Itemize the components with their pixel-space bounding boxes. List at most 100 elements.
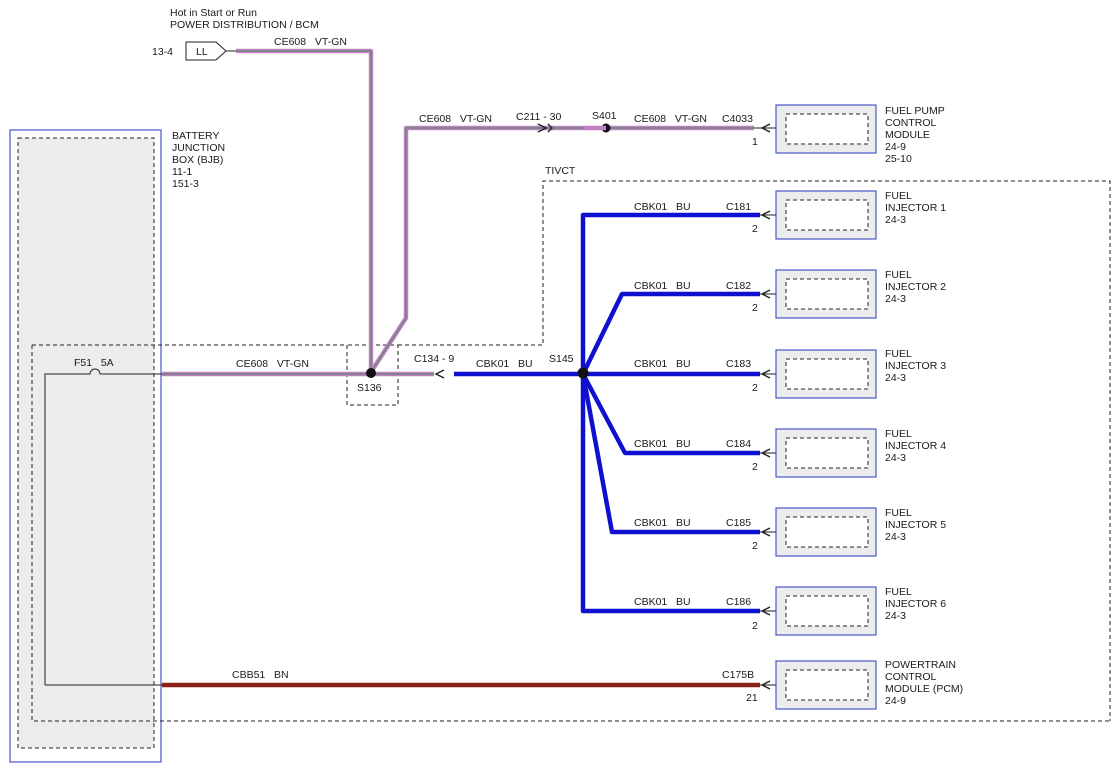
top-source-ref: 13-4 (152, 46, 173, 58)
injector-1-pin: 2 (752, 223, 758, 235)
blue-wires (454, 212, 760, 614)
svg-text:FUEL: FUEL (885, 348, 912, 360)
splice-s136-label: S136 (357, 382, 382, 394)
fuse-f51-label: F51 5A (74, 357, 114, 369)
injector-2-pin: 2 (752, 302, 758, 314)
splice-s136 (366, 368, 376, 378)
svg-text:CONTROL: CONTROL (885, 117, 936, 129)
svg-text:Hot in Start or Run: Hot in Start or Run (170, 7, 257, 19)
svg-text:MODULE: MODULE (885, 129, 930, 141)
svg-text:CONTROL: CONTROL (885, 671, 936, 683)
injector-4-label: FUEL INJECTOR 4 24-3 (885, 428, 946, 464)
injector-2-label: FUEL INJECTOR 2 24-3 (885, 269, 946, 305)
svg-text:INJECTOR 4: INJECTOR 4 (885, 440, 946, 452)
fpcm-label: FUEL PUMP CONTROL MODULE 24-9 25-10 (885, 105, 945, 165)
top-source-label: Hot in Start or Run POWER DISTRIBUTION /… (170, 7, 319, 31)
bjb-inner-dashed-bottom (31, 345, 1110, 722)
injector-6-wire-label: CBK01 BU (634, 596, 691, 608)
fuel-injector-3 (760, 349, 877, 399)
svg-text:JUNCTION: JUNCTION (172, 142, 225, 154)
injector-6-connector: C186 (726, 596, 751, 608)
injector-5-pin: 2 (752, 540, 758, 552)
tivct-region (398, 180, 1111, 721)
svg-text:151-3: 151-3 (172, 178, 199, 190)
splice-s401-label: S401 (592, 110, 617, 122)
injector-3-label: FUEL INJECTOR 3 24-3 (885, 348, 946, 384)
vt-gn-wires (162, 48, 754, 377)
injector-5-wire-label: CBK01 BU (634, 517, 691, 529)
pcm-connector: C175B (722, 669, 754, 681)
svg-text:24-3: 24-3 (885, 452, 906, 464)
svg-text:FUEL: FUEL (885, 190, 912, 202)
svg-text:11-1: 11-1 (172, 166, 192, 178)
bjb-label: BATTERY JUNCTION BOX (BJB) 11-1 151-3 (172, 130, 225, 190)
connector-ll-tag (185, 41, 227, 61)
fpcm-connector: C4033 (722, 113, 753, 125)
svg-text:POWERTRAIN: POWERTRAIN (885, 659, 956, 671)
c211-arrow (537, 123, 548, 133)
wire-fpcm-label: CE608 VT-GN (634, 113, 707, 125)
fuel-injector-1 (760, 190, 877, 240)
injector-6-label: FUEL INJECTOR 6 24-3 (885, 586, 946, 622)
bjb-inner-dashed-region (32, 344, 399, 406)
fuel-injector-5 (760, 507, 877, 557)
wire-cbk-main-label: CBK01 BU (476, 358, 533, 370)
svg-text:MODULE (PCM): MODULE (PCM) (885, 683, 963, 695)
bjb-block (9, 129, 162, 763)
injector-4-pin: 2 (752, 461, 758, 473)
injector-6-pin: 2 (752, 620, 758, 632)
svg-text:INJECTOR 6: INJECTOR 6 (885, 598, 946, 610)
svg-text:INJECTOR 3: INJECTOR 3 (885, 360, 946, 372)
svg-text:24-3: 24-3 (885, 531, 906, 543)
fuel-injector-6 (760, 586, 877, 636)
svg-text:POWER DISTRIBUTION / BCM: POWER DISTRIBUTION / BCM (170, 19, 319, 31)
c211-label: C211 - 30 (516, 111, 561, 123)
c134-label: C134 - 9 (414, 353, 454, 365)
svg-text:FUEL: FUEL (885, 269, 912, 281)
wire-top-label: CE608 VT-GN (274, 36, 347, 48)
powertrain-control-module (760, 660, 877, 710)
svg-text:24-3: 24-3 (885, 293, 906, 305)
pcm-label: POWERTRAIN CONTROL MODULE (PCM) 24-9 (885, 659, 963, 707)
fuel-pump-control-module (754, 104, 877, 154)
wire-riser-label: CE608 VT-GN (419, 113, 492, 125)
svg-text:24-3: 24-3 (885, 372, 906, 384)
svg-text:FUEL: FUEL (885, 428, 912, 440)
svg-text:FUEL PUMP: FUEL PUMP (885, 105, 945, 117)
fpcm-pin: 1 (752, 136, 758, 148)
fuel-injector-4 (760, 428, 877, 478)
injector-1-label: FUEL INJECTOR 1 24-3 (885, 190, 946, 226)
bjb-internal-path (44, 368, 162, 685)
splice-s145 (577, 367, 589, 379)
svg-text:24-9: 24-9 (885, 695, 906, 707)
svg-text:BATTERY: BATTERY (172, 130, 219, 142)
injector-4-wire-label: CBK01 BU (634, 438, 691, 450)
injector-4-connector: C184 (726, 438, 751, 450)
svg-text:24-3: 24-3 (885, 610, 906, 622)
injector-1-wire-label: CBK01 BU (634, 201, 691, 213)
injector-2-wire-label: CBK01 BU (634, 280, 691, 292)
injector-1-connector: C181 (726, 201, 751, 213)
tivct-label: TIVCT (545, 165, 576, 177)
svg-text:FUEL: FUEL (885, 507, 912, 519)
splice-s145-label: S145 (549, 353, 574, 365)
c134-arrow (434, 369, 445, 379)
injector-3-pin: 2 (752, 382, 758, 394)
injector-2-connector: C182 (726, 280, 751, 292)
injector-5-label: FUEL INJECTOR 5 24-3 (885, 507, 946, 543)
wire-pcm-label: CBB51 BN (232, 669, 289, 681)
injector-3-wire-label: CBK01 BU (634, 358, 691, 370)
pcm-pin: 21 (746, 692, 758, 704)
wire-bjb-out-label: CE608 VT-GN (236, 358, 309, 370)
svg-text:24-9: 24-9 (885, 141, 906, 153)
injector-5-connector: C185 (726, 517, 751, 529)
fuel-injector-2 (760, 269, 877, 319)
svg-text:INJECTOR 2: INJECTOR 2 (885, 281, 946, 293)
svg-text:24-3: 24-3 (885, 214, 906, 226)
svg-text:FUEL: FUEL (885, 586, 912, 598)
connector-ll-label: LL (196, 46, 208, 58)
injector-3-connector: C183 (726, 358, 751, 370)
svg-text:INJECTOR 5: INJECTOR 5 (885, 519, 946, 531)
svg-text:25-10: 25-10 (885, 153, 912, 165)
